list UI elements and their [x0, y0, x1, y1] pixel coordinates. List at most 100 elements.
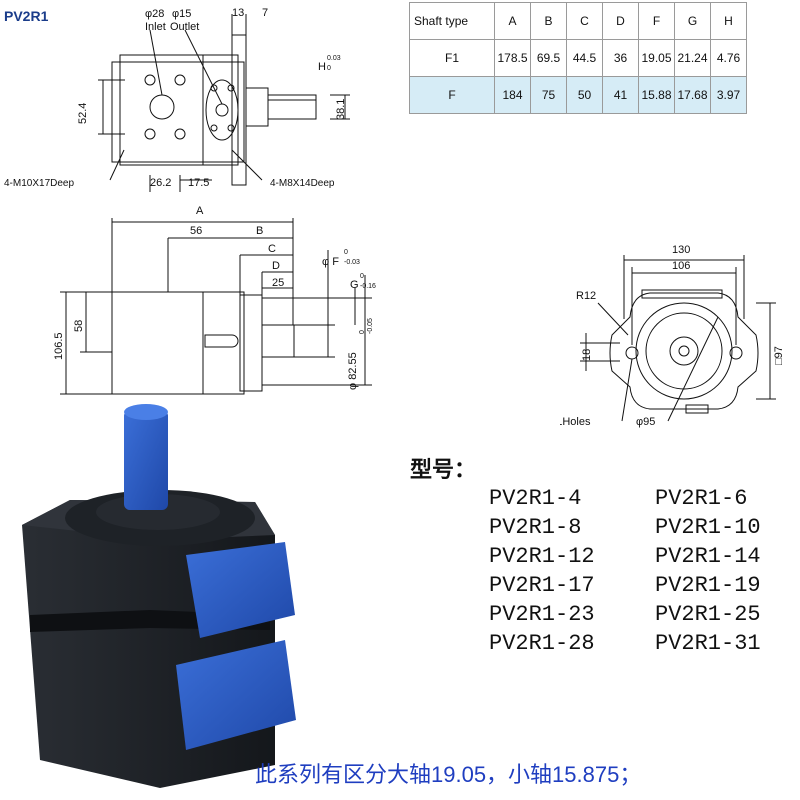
model-item: PV2R1-14	[655, 544, 761, 569]
flange-outline	[609, 292, 759, 410]
pilot-diameter-label: φ 82.55	[347, 352, 359, 390]
table-cell: 19.05	[638, 39, 675, 77]
g-tolerance-upper: 0	[360, 273, 364, 280]
dimension-7: 7	[262, 7, 268, 19]
radius-r12: R12	[576, 290, 596, 302]
mounting-hole-right	[729, 346, 743, 360]
pump-side-outline	[111, 291, 245, 395]
pump-product-image	[22, 404, 296, 788]
column-header: F	[638, 2, 675, 40]
shaft-note-footer: 此系列有区分大轴19.05，小轴15.875；	[255, 762, 642, 787]
column-header: D	[602, 2, 639, 40]
outlet-port-cap	[186, 542, 295, 638]
thread-note-left: 4-M10X17Deep	[4, 178, 74, 189]
dimension-a: A	[196, 205, 204, 217]
models-title: 型号：	[410, 457, 477, 482]
model-item: PV2R1-6	[655, 486, 748, 511]
dimension-b: B	[256, 225, 263, 237]
f-tolerance-upper: 0	[344, 249, 348, 256]
shaft-protective-cap	[124, 410, 168, 510]
table-cell: 17.68	[674, 76, 711, 114]
pilot-tolerance-upper: 0	[359, 330, 366, 334]
shaft-outline	[267, 94, 317, 120]
dimension-38-1: 38.1	[335, 99, 347, 120]
table-cell: 69.5	[530, 39, 567, 77]
table-cell: 178.5	[494, 39, 531, 77]
model-item: PV2R1-8	[489, 515, 582, 540]
row-type: F1	[409, 39, 495, 77]
table-cell: 15.88	[638, 76, 675, 114]
shaft-dimension-table: Shaft type A B C D F G H F1 178.5 69.5 4…	[409, 2, 747, 114]
model-item: PV2R1-12	[489, 544, 595, 569]
outlet-label: Outlet	[170, 21, 199, 33]
table-row: F 184 75 50 41 15.88 17.68 3.97	[409, 76, 747, 114]
table-cell: 41	[602, 76, 639, 114]
row-type: F	[409, 76, 495, 114]
dimension-26-2: 26.2	[150, 177, 171, 189]
dimension-58: 58	[73, 320, 85, 332]
table-header-row: Shaft type A B C D F G H	[409, 2, 747, 40]
outlet-port	[215, 103, 229, 117]
inlet-port-cap	[176, 640, 296, 750]
dimension-g-label: G	[350, 279, 359, 291]
h-tolerance-lower: 0	[327, 65, 331, 72]
diameter-95: φ95	[636, 416, 655, 428]
pump-outline	[111, 61, 245, 163]
table-corner-label: Shaft type	[409, 2, 495, 40]
pump-body-outline	[119, 54, 239, 166]
table-cell: 21.24	[674, 39, 711, 77]
dimension-17-5: 17.5	[188, 177, 209, 189]
dimension-c: C	[268, 243, 276, 255]
table-row: F1 178.5 69.5 44.5 36 19.05 21.24 4.76	[409, 39, 747, 77]
f-tolerance-lower: -0.03	[344, 259, 360, 266]
top-view-drawing: φ28 Inlet φ15 Outlet 13 7 H 0.03 0 52.4 …	[4, 7, 350, 192]
thread-note-right: 4-M8X14Deep	[270, 178, 335, 189]
model-item: PV2R1-4	[489, 486, 582, 511]
dimension-106: 106	[672, 260, 690, 272]
table-cell: 75	[530, 76, 567, 114]
column-header: H	[710, 2, 747, 40]
inlet-label: Inlet	[145, 21, 166, 33]
pilot-circle	[635, 302, 733, 400]
model-item: PV2R1-31	[655, 631, 761, 656]
dimension-130: 130	[672, 244, 690, 256]
square-97: □97	[773, 346, 785, 365]
table-cell: 44.5	[566, 39, 603, 77]
model-item: PV2R1-19	[655, 573, 761, 598]
inlet-port	[149, 94, 175, 120]
shaft-outline	[261, 324, 295, 358]
dimension-d: D	[272, 260, 280, 272]
shaft-circle	[669, 336, 699, 366]
model-item: PV2R1-28	[489, 631, 595, 656]
model-item: PV2R1-17	[489, 573, 595, 598]
pilot-tolerance-lower: -0.05	[367, 318, 374, 334]
dimension-18: 18	[581, 349, 593, 361]
shaft-diameter-f-label: φ F	[322, 256, 339, 268]
table-cell: 3.97	[710, 76, 747, 114]
dimension-52-4: 52.4	[77, 103, 89, 124]
table-cell: 36	[602, 39, 639, 77]
top-boss	[641, 289, 723, 299]
model-item: PV2R1-23	[489, 602, 595, 627]
brand-title: PV2R1	[4, 8, 49, 24]
dimension-25: 25	[272, 277, 284, 289]
column-header: B	[530, 2, 567, 40]
inlet-diameter-label: φ28	[145, 8, 164, 20]
table-cell: 4.76	[710, 39, 747, 77]
h-dimension-label: H	[318, 61, 326, 73]
column-header: G	[674, 2, 711, 40]
h-tolerance-upper: 0.03	[327, 55, 341, 62]
dimension-56: 56	[190, 225, 202, 237]
g-tolerance-lower: -0.16	[360, 283, 376, 290]
front-view-drawing: 130 106 R12 18 □97 2-φ11Holes φ95	[560, 244, 785, 428]
dimension-13: 13	[232, 7, 244, 19]
model-item: PV2R1-25	[655, 602, 761, 627]
side-view-drawing: A 56 B C D 25 106.5 58 φ F 0 -0.03 G 0 -…	[53, 205, 376, 395]
mounting-holes-label: 2-φ11Holes	[560, 416, 591, 428]
model-item: PV2R1-10	[655, 515, 761, 540]
column-header: C	[566, 2, 603, 40]
column-header: A	[494, 2, 531, 40]
outlet-diameter-label: φ15	[172, 8, 191, 20]
dimension-106-5: 106.5	[53, 332, 65, 360]
table-cell: 50	[566, 76, 603, 114]
